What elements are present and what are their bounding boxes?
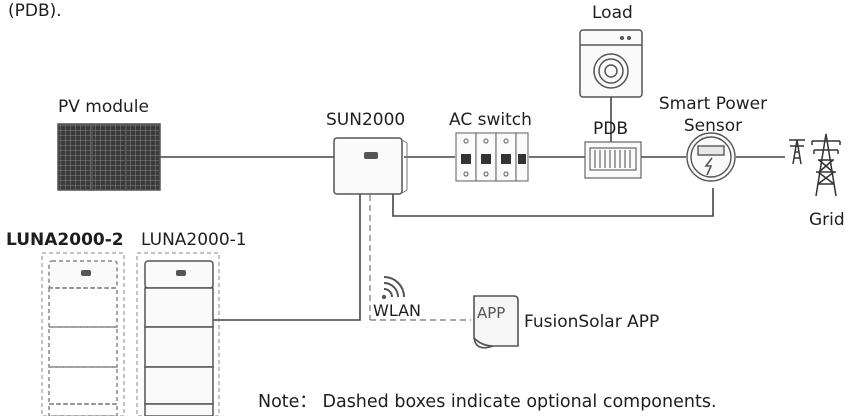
luna2000-1-label: LUNA2000-1 bbox=[141, 230, 247, 250]
grid-label: Grid bbox=[809, 210, 845, 230]
load-graphic bbox=[579, 29, 643, 98]
pdb-graphic bbox=[584, 141, 642, 179]
sun2000-label: SUN2000 bbox=[326, 110, 406, 130]
pv-module-graphic bbox=[57, 123, 161, 191]
smart-power-sensor-graphic bbox=[686, 132, 736, 182]
ac-switch-label: AC switch bbox=[449, 110, 532, 130]
app-document-icon bbox=[473, 295, 519, 349]
luna2000-2-label: LUNA2000-2 bbox=[6, 230, 124, 250]
caption-fragment: (PDB). bbox=[8, 1, 62, 21]
luna2000-2-graphic bbox=[41, 252, 125, 416]
smart-power-label-line1: Smart Power bbox=[658, 94, 768, 114]
pv-module-label: PV module bbox=[58, 97, 149, 117]
note-text: Note： Dashed boxes indicate optional com… bbox=[258, 392, 717, 412]
inverter-graphic bbox=[333, 137, 408, 195]
ac-switch-graphic bbox=[455, 132, 529, 182]
fusionsolar-app-label: FusionSolar APP bbox=[524, 312, 660, 332]
wlan-link bbox=[369, 195, 471, 321]
smart-power-label-line2: Sensor bbox=[683, 116, 743, 136]
luna2000-1-graphic bbox=[136, 252, 220, 416]
wiring bbox=[160, 97, 785, 321]
wifi-signal-icon bbox=[381, 276, 405, 300]
wlan-label: WLAN bbox=[373, 301, 422, 320]
grid-graphic bbox=[789, 133, 841, 197]
load-label: Load bbox=[592, 3, 633, 23]
pdb-label: PDB bbox=[593, 119, 629, 139]
app-icon-text: APP bbox=[477, 304, 506, 322]
